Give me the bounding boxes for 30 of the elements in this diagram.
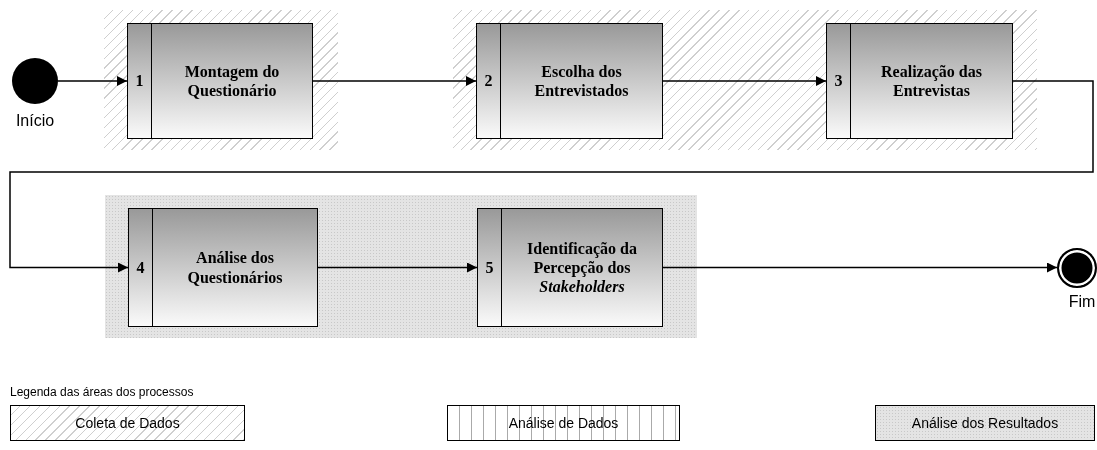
- process-box: [127, 23, 313, 139]
- process-box: [476, 23, 663, 139]
- arrow: [9, 80, 1094, 273]
- node-caption: Início: [14, 112, 56, 130]
- process-area-band: [105, 195, 697, 338]
- step-number: 5: [478, 209, 502, 326]
- start-circle: [12, 58, 58, 104]
- step-number: 3: [827, 24, 851, 138]
- process-box: [826, 23, 1013, 139]
- step-number: 4: [129, 209, 153, 326]
- process-label: Realização das Entrevistas: [880, 61, 983, 101]
- legend-label: Análise dos Resultados: [911, 415, 1059, 431]
- legend-label: Coleta de Dados: [75, 415, 180, 431]
- step-number: 2: [477, 24, 501, 138]
- legend-title: Legenda das áreas dos processos: [10, 385, 194, 399]
- arrow: [662, 76, 827, 86]
- legend-label: Análise de Dados: [508, 415, 619, 431]
- arrow: [317, 262, 478, 273]
- process-box: [128, 208, 318, 327]
- process-label: Análise dos Questionários: [186, 248, 284, 288]
- arrow: [312, 76, 477, 86]
- arrow: [57, 76, 128, 86]
- process-box: [477, 208, 663, 327]
- arrow: [662, 262, 1058, 273]
- process-label: Escolha dos Entrevistados: [533, 61, 630, 101]
- process-label: Identificação da Percepção dos Stakeholders: [526, 238, 638, 298]
- end-circle: [1057, 248, 1097, 288]
- node-caption: Fim: [1067, 293, 1097, 311]
- step-number: 1: [128, 24, 152, 138]
- process-label: Montagem do Questionário: [183, 61, 281, 101]
